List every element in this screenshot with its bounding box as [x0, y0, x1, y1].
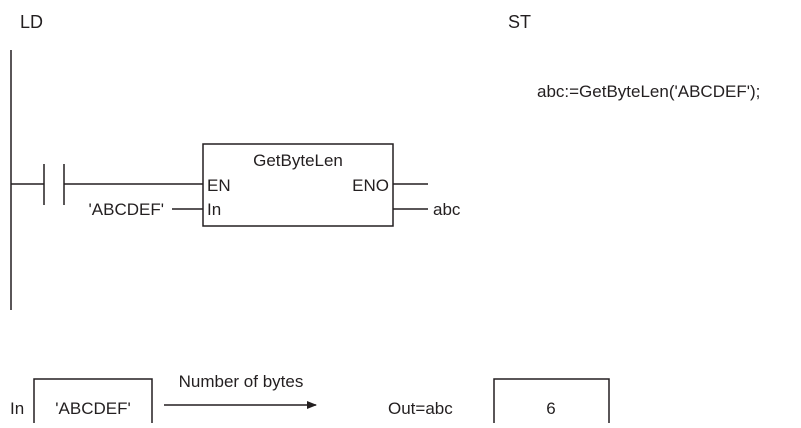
- example-in-box: [33, 378, 153, 423]
- st-code-text: abc:=GetByteLen('ABCDEF');: [537, 82, 760, 101]
- example-out-label: Out=abc: [388, 399, 453, 418]
- ld-heading: LD: [20, 12, 43, 32]
- normally-open-contact: [43, 164, 65, 205]
- input-in-label: In: [207, 200, 221, 219]
- example-in-value: 'ABCDEF': [55, 399, 130, 418]
- example-in-label: In: [10, 399, 24, 418]
- arrow-label: Number of bytes: [179, 372, 304, 391]
- st-heading: ST: [508, 12, 531, 32]
- out-variable: abc: [433, 200, 461, 219]
- in-parameter-value: 'ABCDEF': [89, 200, 164, 219]
- output-eno-label: ENO: [352, 176, 389, 195]
- function-block-name: GetByteLen: [253, 151, 343, 170]
- function-block: [202, 143, 394, 227]
- example-out-box: [493, 378, 610, 423]
- input-en-label: EN: [207, 176, 231, 195]
- example-out-value: 6: [546, 399, 555, 418]
